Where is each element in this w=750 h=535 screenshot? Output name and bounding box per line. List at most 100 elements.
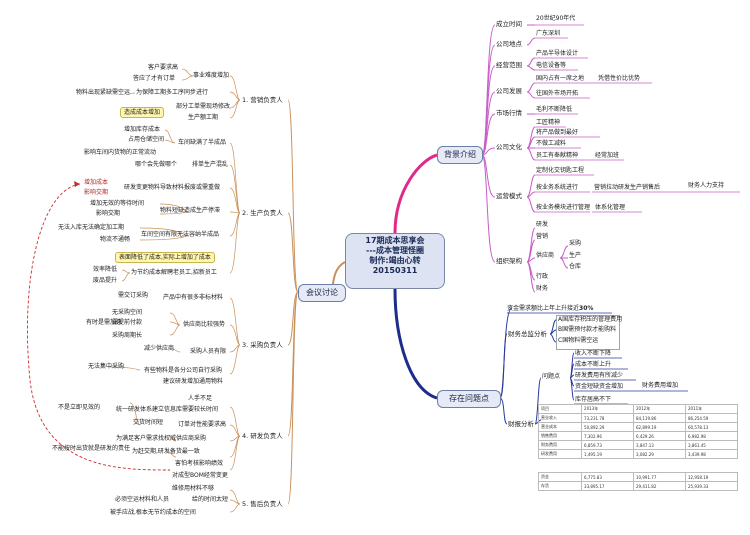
meeting-production-line: 增加库存成本: [124, 126, 161, 133]
central-topic[interactable]: 17期成本思享会 ---成本管理怪圈 制作:竭由心转 20150311: [345, 233, 445, 289]
table-cell: 86,254.59: [684, 413, 739, 423]
table-cell: 50,892.29: [581, 422, 635, 432]
meeting-rd-line: 统一研发体系建立信息库需要较长时间: [116, 406, 219, 413]
bg-operation-note: 营销拉动研发生产销售后: [594, 184, 661, 191]
table-cell: 存货: [537, 481, 583, 491]
meeting-sales-highlight: 造成成本增加: [120, 107, 165, 118]
problem-intro-text: 资金需求额比上年上升接近: [507, 305, 580, 312]
problem-finance-item: 库存居高不下: [575, 396, 612, 403]
problem-finance-item: 研发费用有所减少: [575, 372, 624, 379]
meeting-purchase-line: 减少供应商: [144, 345, 175, 352]
meeting-production-line: 物料短缺造成生产停滞: [160, 207, 221, 214]
bg-org-item: 行政: [536, 273, 549, 280]
table-cell: 3,082.29: [633, 449, 686, 459]
meeting-production-line: 研发变更物料导致材料报废或需重做: [124, 184, 221, 191]
bg-development-item: 国内占有一席之地: [536, 75, 585, 82]
table-cell: 33,895.17: [581, 481, 635, 491]
topic-meeting[interactable]: 会议讨论: [298, 284, 346, 302]
table-spacer-row: [539, 459, 738, 473]
meeting-purchase-line: 采购周期长: [112, 332, 143, 339]
meeting-rd-line: 对成型BOM经常变更: [172, 472, 228, 479]
table-header-cell: 项目: [537, 404, 583, 414]
meeting-production-left: 影响交期: [84, 189, 109, 196]
meeting-rd-line: 为满足客户需求找权威供应商采购: [116, 435, 207, 442]
problem-finance-sub: 问题点: [542, 373, 561, 380]
bg-operation-note: 财务人力支持: [688, 182, 725, 189]
table-cell: 财务费用: [537, 440, 583, 450]
bg-culture-item: 将产品做到最好: [536, 129, 579, 136]
meeting-production-left: 增加成本: [84, 179, 109, 186]
meeting-production-line: 车间空间有限无法容纳半成品: [141, 231, 220, 238]
bg-scope-item: 电信设备等: [536, 62, 567, 69]
meeting-sales-line: 为保障工期多工序同步进行: [136, 89, 209, 96]
meeting-production-line: 排单生产混乱: [192, 161, 229, 168]
problem-finance-item: 成本不断上升: [575, 361, 612, 368]
meeting-rd-line: 订单对性能要求高: [178, 421, 227, 428]
bg-org-label: 组织架构: [496, 257, 522, 265]
meeting-after-line: 维修用材料不够: [172, 485, 215, 492]
bg-market-value: 毛利不断降低: [536, 106, 573, 113]
meeting-sales-line: 物料出现紧缺需空运: [76, 89, 131, 96]
meeting-production-line: 废品提升: [93, 277, 118, 284]
table-cell: 研发费用: [537, 449, 583, 459]
table-cell: 29,411.82: [633, 481, 686, 491]
topic-problems[interactable]: 存在问题点: [437, 390, 501, 408]
meeting-sales-line: 客户要求高: [148, 64, 179, 71]
bg-culture-item: 员工有奉献精神: [536, 152, 579, 159]
table-cell: 1,495.19: [581, 449, 635, 459]
problem-finance-item: 资金短缺资金增加: [575, 383, 624, 390]
bg-org-item: 研发: [536, 221, 549, 228]
central-author: 制作:竭由心转: [369, 256, 421, 265]
meeting-purchase-line: 供应商比较强势: [183, 321, 226, 328]
bg-org-item: 供应商: [536, 252, 555, 259]
bg-established-value: 20世纪90年代: [536, 15, 576, 22]
bg-supply-item: 采购: [569, 240, 582, 247]
problem-cost-label: 财务总监分析: [508, 330, 547, 338]
meeting-production-line: 无法入库无法确定加工期: [58, 224, 125, 231]
topic-background[interactable]: 背景介绍: [437, 146, 483, 164]
table-header-cell: 2013年: [581, 404, 635, 414]
bg-location-label: 公司地点: [496, 40, 522, 48]
table-cell: 销售费用: [537, 431, 583, 441]
bg-scope-label: 经营范围: [496, 61, 522, 69]
table-header-cell: 2011年: [684, 404, 739, 414]
bg-operation-item: 定制化交钥匙工程: [536, 167, 585, 174]
problem-intro: 资金需求额比上年上升接近30%: [507, 305, 593, 313]
table-cell: 营业成本: [537, 422, 583, 432]
table-cell: 资金: [537, 472, 583, 482]
meeting-rd-label: 4. 研发负责人: [242, 432, 283, 440]
table-header-row: 项目 2013年 2012年 2011年: [537, 404, 739, 414]
meeting-production-line: 影响交期: [96, 210, 121, 217]
meeting-purchase-line: 无采购空间: [112, 309, 143, 316]
problem-cost-box: [556, 315, 620, 350]
table-cell: 6,982.98: [684, 431, 739, 441]
meeting-rd-line: 不是立即见效的: [58, 404, 101, 411]
table-cell: 6,775.83: [581, 472, 635, 482]
meeting-rd-line: 害怕考核影响绩效: [175, 460, 224, 467]
problem-finance-item: 收入不断下降: [575, 350, 612, 357]
table-cell: 7,302.96: [581, 431, 635, 441]
meeting-sales-line: 生产额工期: [188, 114, 219, 121]
bg-org-item: 营销: [536, 233, 549, 240]
meeting-rd-line: 不能按时出货就是研发的责任: [52, 445, 131, 452]
meeting-purchase-line: 需提前付款: [112, 319, 143, 326]
bg-operation-label: 运营模式: [496, 192, 522, 200]
meeting-production-line: 车间缺满了半成品: [178, 139, 227, 146]
problem-finance-note: 财务费用增加: [642, 382, 679, 389]
meeting-purchase-line: 需交订采购: [118, 292, 149, 299]
bg-supply-item: 生产: [569, 252, 582, 259]
meeting-after-line: 被手应战,根本无节约成本的空间: [110, 509, 196, 516]
meeting-production-line: 增加无效的等待时间: [90, 200, 145, 207]
problem-intro-pct: 30%: [579, 305, 594, 312]
bg-operation-item: 按业务系统进行: [536, 184, 579, 191]
meeting-production-line: 物流不通畅: [100, 236, 131, 243]
table-spacer: [539, 459, 738, 473]
bg-scope-item: 产品半导体设计: [536, 50, 579, 57]
